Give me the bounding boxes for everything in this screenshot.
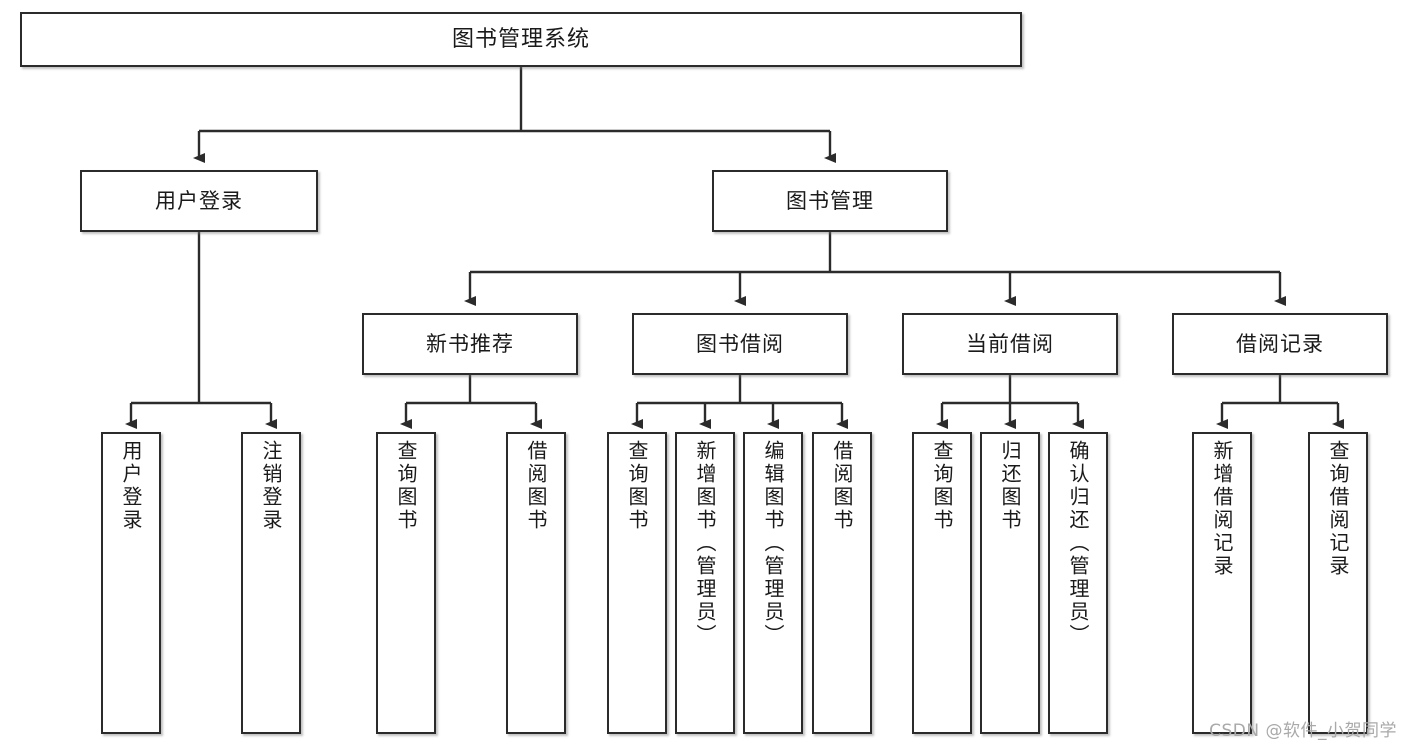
node-label: 新书推荐	[426, 331, 514, 356]
leaf-edit-book-admin[interactable]: 编辑图书（管理员）	[743, 432, 803, 734]
node-label: 查询图书	[625, 440, 649, 532]
node-label: 归还图书	[998, 440, 1022, 532]
node-label: 查询借阅记录	[1326, 440, 1350, 578]
node-label: 新增图书（管理员）	[693, 440, 717, 647]
leaf-confirm-return-admin[interactable]: 确认归还（管理员）	[1048, 432, 1108, 734]
node-label: 确认归还（管理员）	[1066, 440, 1090, 647]
node-book-borrow[interactable]: 图书借阅	[632, 313, 848, 375]
node-label: 编辑图书（管理员）	[761, 440, 785, 647]
node-label: 图书管理	[786, 188, 874, 213]
node-book-management[interactable]: 图书管理	[712, 170, 948, 232]
node-label: 借阅记录	[1236, 331, 1324, 356]
leaf-query-books-borrow[interactable]: 查询图书	[607, 432, 667, 734]
node-label: 图书管理系统	[451, 26, 590, 52]
node-label: 借阅图书	[830, 440, 854, 532]
leaf-add-book-admin[interactable]: 新增图书（管理员）	[675, 432, 735, 734]
leaf-logout[interactable]: 注销登录	[241, 432, 301, 734]
node-label: 查询图书	[394, 440, 418, 532]
leaf-borrow-books-recommend[interactable]: 借阅图书	[506, 432, 566, 734]
node-label: 用户登录	[119, 440, 143, 532]
node-current-borrow[interactable]: 当前借阅	[902, 313, 1118, 375]
leaf-user-login[interactable]: 用户登录	[101, 432, 161, 734]
leaf-add-borrow-record[interactable]: 新增借阅记录	[1192, 432, 1252, 734]
node-label: 注销登录	[259, 440, 283, 532]
node-label: 用户登录	[155, 188, 243, 213]
node-new-book-recommend[interactable]: 新书推荐	[362, 313, 578, 375]
node-user-login[interactable]: 用户登录	[80, 170, 318, 232]
node-borrow-record[interactable]: 借阅记录	[1172, 313, 1388, 375]
node-label: 图书借阅	[696, 331, 784, 356]
node-root-system[interactable]: 图书管理系统	[20, 12, 1022, 67]
leaf-query-books-current[interactable]: 查询图书	[912, 432, 972, 734]
node-label: 查询图书	[930, 440, 954, 532]
leaf-query-borrow-record[interactable]: 查询借阅记录	[1308, 432, 1368, 734]
node-label: 当前借阅	[966, 331, 1054, 356]
leaf-borrow-books[interactable]: 借阅图书	[812, 432, 872, 734]
leaf-query-books-recommend[interactable]: 查询图书	[376, 432, 436, 734]
node-label: 借阅图书	[524, 440, 548, 532]
leaf-return-books[interactable]: 归还图书	[980, 432, 1040, 734]
node-label: 新增借阅记录	[1210, 440, 1234, 578]
